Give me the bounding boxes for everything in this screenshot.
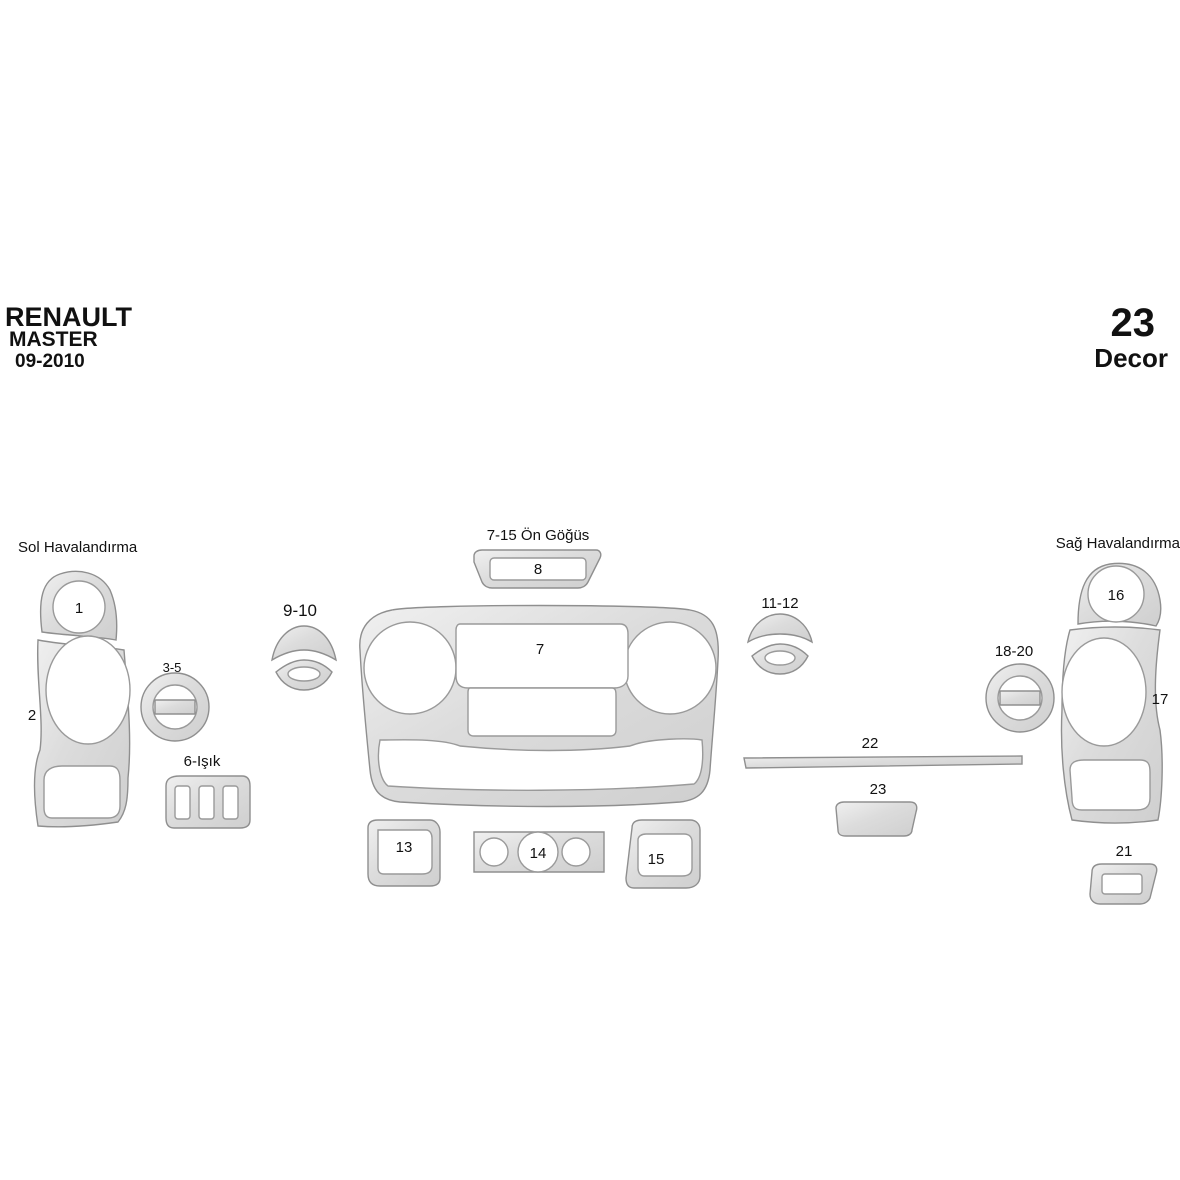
label-part-17: 17 [1152,691,1169,708]
part-16-opening [1087,565,1145,623]
part-14-hole-3 [561,837,591,867]
kit-type: Decor [1094,343,1168,373]
label-part-22: 22 [862,735,879,752]
kit-count: 23 [1111,301,1156,345]
part-23-plate [835,801,918,837]
part-7-right-gauge [623,621,717,715]
part-1-opening [52,580,106,634]
label-part-7: 7 [536,641,544,658]
part-11-12-opening [764,650,796,666]
label-part-6: 6-Işık [184,753,221,770]
part-18-20-vane [999,690,1041,706]
label-part-2: 2 [28,707,36,724]
label-part-23: 23 [870,781,887,798]
label-part-18-20: 18-20 [995,643,1033,660]
part-3-5-vane [154,699,196,715]
group-left-vent: Sol Havalandırma [18,539,138,556]
part-2-opening [45,635,131,745]
label-part-11-12: 11-12 [761,595,798,612]
part-17-opening [1061,637,1147,747]
part-14-hole-2 [517,831,559,873]
part-9-10-trim [271,625,337,662]
part-6-slot-3 [222,785,239,820]
label-part-16: 16 [1108,587,1125,604]
label-part-21: 21 [1116,843,1133,860]
part-17-lower-opening [1069,759,1151,811]
group-front-panel: 7-15 Ön Göğüs [487,526,590,544]
part-8-opening [489,557,587,581]
part-13-opening [377,829,433,875]
part-7-lower-opening [377,738,704,791]
part-11-12-trim [746,613,814,644]
label-part-3-5: 3-5 [163,660,182,675]
brand-make: RENAULT [5,302,132,332]
part-21-opening [1101,873,1143,895]
part-15-opening [637,833,693,877]
part-6-slot-1 [174,785,191,820]
label-part-1: 1 [75,600,83,617]
part-2-lower-opening [43,765,121,819]
part-7-radio-opening [467,687,617,737]
label-part-15: 15 [648,851,665,868]
group-right-vent: Sağ Havalandırma [1056,535,1180,552]
label-part-8: 8 [534,561,542,578]
label-part-13: 13 [396,839,413,856]
part-6-slot-2 [198,785,215,820]
part-7-left-gauge [363,621,457,715]
label-part-9-10: 9-10 [283,601,317,620]
part-14-hole-1 [479,837,509,867]
part-9-10-opening [287,666,321,682]
brand-model: MASTER [9,328,98,351]
label-part-14: 14 [530,845,547,862]
brand-year: 09-2010 [15,351,85,372]
part-22-strip [743,755,1023,769]
